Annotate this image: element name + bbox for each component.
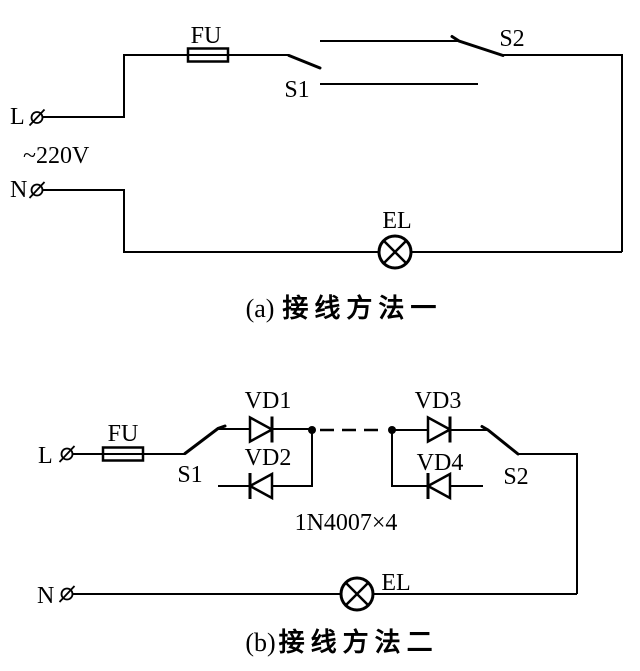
- terminal-neutral-slash-a: [28, 181, 46, 199]
- lamp-symbol-a: [377, 234, 413, 270]
- label-voltage-a: ~220V: [23, 143, 90, 169]
- diode-vd4-triangle: [425, 471, 452, 501]
- label-switch1-b: S1: [177, 462, 202, 488]
- terminal-live-slash-a: [28, 108, 46, 127]
- caption-a-prefix: (a): [246, 294, 275, 323]
- caption-b: (b)接线方法二: [245, 627, 438, 657]
- wires-a: [42, 40, 623, 253]
- label-fuse-a: FU: [191, 23, 222, 49]
- terminal-neutral-a: [28, 181, 46, 199]
- label-fuse-b: FU: [108, 421, 139, 447]
- wires-b: [73, 428, 578, 595]
- junction-dot-left: [308, 426, 316, 434]
- lamp-symbol-b: [339, 576, 375, 612]
- diode-vd3-triangle: [426, 415, 453, 444]
- lamp-cross-b: [345, 582, 369, 606]
- caption-a: (a)接线方法一: [246, 293, 443, 323]
- lamp-circle-a: [377, 234, 413, 270]
- terminal-live-slash-b: [58, 445, 76, 463]
- diode-vd4: [425, 471, 452, 501]
- switch-s2-blade-a: [450, 35, 505, 57]
- caption-b-prefix: (b): [245, 628, 275, 657]
- label-switch2-a: S2: [499, 26, 524, 52]
- diode-vd1-triangle: [248, 415, 275, 444]
- terminal-live-a: [28, 108, 46, 127]
- label-lamp-a: EL: [382, 208, 411, 234]
- diode-vd1: [248, 415, 275, 444]
- lamp-cross-a: [383, 240, 407, 264]
- terminal-neutral-slash-b: [58, 585, 76, 603]
- label-diode3: VD3: [415, 388, 462, 414]
- label-switch2-b: S2: [503, 464, 528, 490]
- lamp-circle-b: [339, 576, 375, 612]
- fuse-symbol-a: [186, 47, 230, 63]
- label-neutral-a: N: [10, 177, 27, 203]
- label-diode1: VD1: [245, 388, 292, 414]
- circuit-a: L ~220V N FU S1 S2 EL (a)接线方法一: [10, 23, 623, 323]
- label-diode-note: 1N4007×4: [295, 510, 398, 536]
- label-lamp-b: EL: [381, 570, 410, 596]
- label-diode4: VD4: [417, 450, 464, 476]
- label-neutral-b: N: [37, 583, 54, 609]
- terminal-neutral-circle-a: [30, 183, 44, 197]
- caption-a-title: 接线方法一: [282, 293, 442, 323]
- caption-b-title: 接线方法二: [279, 627, 439, 657]
- terminal-neutral-b: [58, 585, 76, 603]
- switch-s1-blade-a: [287, 54, 322, 70]
- diode-vd2: [247, 471, 274, 501]
- switch-s2-blade-b: [480, 425, 520, 456]
- terminal-neutral-circle-b: [60, 587, 74, 601]
- terminal-live-circle-a: [30, 111, 44, 124]
- terminal-live-circle-b: [60, 447, 74, 461]
- diode-vd2-triangle: [247, 471, 274, 501]
- terminal-live-b: [58, 445, 76, 463]
- label-live-b: L: [38, 443, 53, 469]
- circuit-b: L FU S1 VD1 VD2 VD3 VD4 1N4007×4 S2 EL N…: [37, 388, 578, 657]
- label-live-a: L: [10, 104, 25, 130]
- diode-vd3: [426, 415, 453, 444]
- switch-s1-blade-b: [183, 424, 227, 455]
- label-switch1-a: S1: [284, 77, 309, 103]
- junction-dot-right: [388, 426, 396, 434]
- fuse-symbol-b: [101, 446, 145, 462]
- label-diode2: VD2: [245, 445, 292, 471]
